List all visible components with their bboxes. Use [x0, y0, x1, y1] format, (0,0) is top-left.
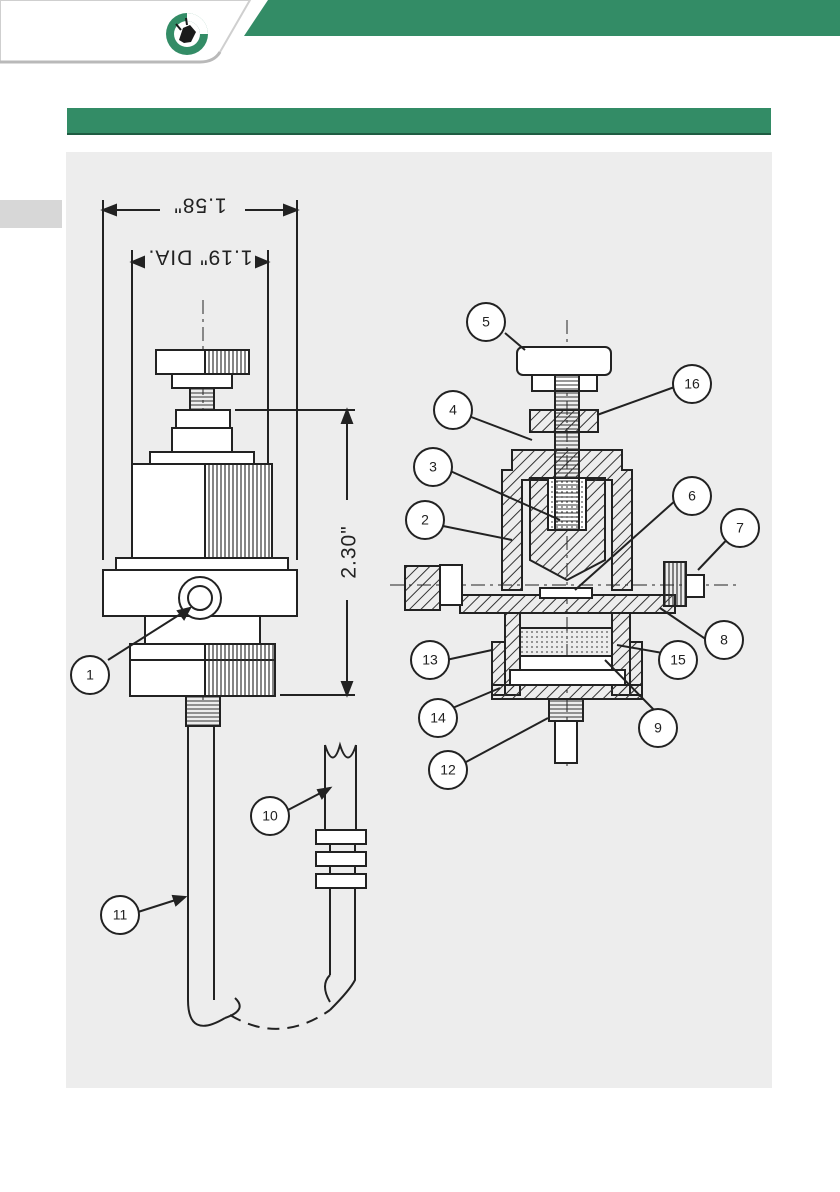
- callout-15: 15: [659, 641, 697, 679]
- svg-text:9: 9: [654, 720, 662, 736]
- svg-text:11: 11: [113, 907, 128, 923]
- svg-text:14: 14: [430, 710, 446, 726]
- callout-4: 4: [434, 391, 472, 429]
- callout-1: 1: [71, 656, 109, 694]
- callout-13: 13: [411, 641, 449, 679]
- svg-text:8: 8: [720, 632, 728, 648]
- callout-2: 2: [406, 501, 444, 539]
- header-band: [0, 0, 840, 70]
- callout-16: 16: [673, 365, 711, 403]
- svg-text:10: 10: [262, 808, 278, 824]
- svg-text:2: 2: [421, 512, 429, 528]
- svg-text:4: 4: [449, 402, 457, 418]
- svg-text:3: 3: [429, 459, 437, 475]
- brand-logo-icon: [163, 10, 211, 58]
- svg-text:7: 7: [736, 520, 744, 536]
- callout-9: 9: [639, 709, 677, 747]
- svg-text:12: 12: [440, 762, 456, 778]
- callout-5: 5: [467, 303, 505, 341]
- left-exterior-view: [103, 200, 366, 1029]
- technical-drawing-panel: 1.58" 1.19" DIA. 2.30": [66, 152, 772, 1088]
- callout-12: 12: [429, 751, 467, 789]
- regulator-technical-drawing: 1.58" 1.19" DIA. 2.30": [66, 152, 772, 1088]
- svg-text:16: 16: [684, 376, 700, 392]
- svg-text:13: 13: [422, 652, 438, 668]
- svg-text:15: 15: [670, 652, 686, 668]
- callout-7: 7: [721, 509, 759, 547]
- overall-width-dimension: 1.58": [173, 193, 226, 216]
- svg-text:6: 6: [688, 488, 696, 504]
- callout-6: 6: [673, 477, 711, 515]
- svg-text:1: 1: [86, 667, 94, 683]
- section-header-bar: [67, 108, 771, 135]
- svg-text:5: 5: [482, 314, 490, 330]
- callout-10: 10: [251, 797, 289, 835]
- side-tab: [0, 200, 62, 228]
- callout-14: 14: [419, 699, 457, 737]
- callout-11: 11: [101, 896, 139, 934]
- diameter-dimension: 1.19" DIA.: [147, 245, 252, 268]
- callout-3: 3: [414, 448, 452, 486]
- height-dimension: 2.30": [338, 525, 361, 578]
- callout-8: 8: [705, 621, 743, 659]
